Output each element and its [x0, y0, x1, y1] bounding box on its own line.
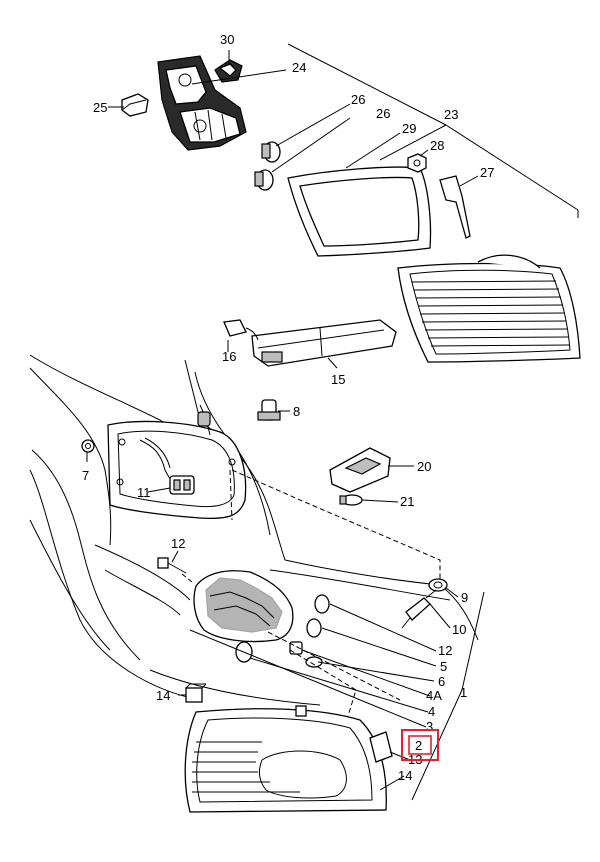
leader-lines [86, 43, 579, 801]
vehicle-body-outline [29, 354, 479, 706]
label-10[interactable]: 10 [452, 622, 466, 637]
bracket-part-27 [439, 175, 471, 239]
bulb-part-26-upper [261, 141, 281, 163]
label-29[interactable]: 29 [402, 121, 416, 136]
screw-part-12-upper [157, 557, 187, 574]
stud-part-10 [401, 589, 437, 629]
label-2[interactable]: 2 [415, 738, 422, 753]
washer-part-9 [428, 578, 448, 592]
label-12-lower[interactable]: 12 [438, 643, 452, 658]
nut-part-28 [407, 153, 427, 173]
label-6[interactable]: 6 [438, 674, 445, 689]
label-9[interactable]: 9 [461, 590, 468, 605]
connector-part-16 [223, 319, 259, 341]
connector-part-25 [121, 93, 149, 117]
label-23[interactable]: 23 [444, 107, 458, 122]
dashed-leader-lines [181, 469, 441, 717]
bulb-carrier-assembly [193, 570, 294, 643]
label-5[interactable]: 5 [440, 659, 447, 674]
wiring-harness-part-11 [139, 437, 195, 495]
part-labels: 30 24 25 26 26 23 29 28 27 16 15 8 7 11 … [82, 32, 494, 783]
label-11[interactable]: 11 [137, 485, 151, 500]
label-12-upper[interactable]: 12 [171, 536, 185, 551]
inner-tail-light [397, 254, 581, 363]
bulb-part-21 [339, 494, 363, 506]
label-26-upper[interactable]: 26 [351, 92, 365, 107]
bulb-holder-assembly [157, 55, 247, 151]
label-21[interactable]: 21 [400, 494, 414, 509]
label-20[interactable]: 20 [417, 459, 431, 474]
highlighted-part-2[interactable]: 2 [401, 729, 439, 761]
label-26-lower[interactable]: 26 [376, 106, 390, 121]
bulb-part-26-lower [254, 169, 274, 191]
label-3[interactable]: 3 [426, 719, 433, 734]
label-24[interactable]: 24 [292, 60, 306, 75]
label-7[interactable]: 7 [82, 468, 89, 483]
plug-part-7 [81, 439, 95, 453]
bracket-part-13 [369, 731, 393, 763]
label-14-lower[interactable]: 14 [398, 768, 412, 783]
outer-lens-ribs [192, 741, 300, 793]
clip-part-30 [214, 59, 243, 83]
label-30[interactable]: 30 [220, 32, 234, 47]
outer-tail-light [184, 705, 387, 813]
label-4A[interactable]: 4A [426, 688, 442, 703]
label-15[interactable]: 15 [331, 372, 345, 387]
label-27[interactable]: 27 [480, 165, 494, 180]
label-25[interactable]: 25 [93, 100, 107, 115]
highlight-inner-box [408, 735, 432, 755]
label-1[interactable]: 1 [460, 685, 467, 700]
label-4[interactable]: 4 [428, 704, 435, 719]
gasket-part-29 [287, 166, 432, 257]
label-8[interactable]: 8 [293, 404, 300, 419]
licence-light-part-20 [329, 447, 391, 493]
label-28[interactable]: 28 [430, 138, 444, 153]
label-16[interactable]: 16 [222, 349, 236, 364]
label-14-left[interactable]: 14 [156, 688, 170, 703]
socket-part-8 [257, 399, 281, 421]
block-part-14 [185, 683, 207, 703]
light-housing-opening [107, 404, 247, 520]
inner-lens-ribs [411, 280, 570, 347]
highlight-outer-box [401, 729, 439, 761]
brake-light-part-15 [251, 319, 397, 367]
